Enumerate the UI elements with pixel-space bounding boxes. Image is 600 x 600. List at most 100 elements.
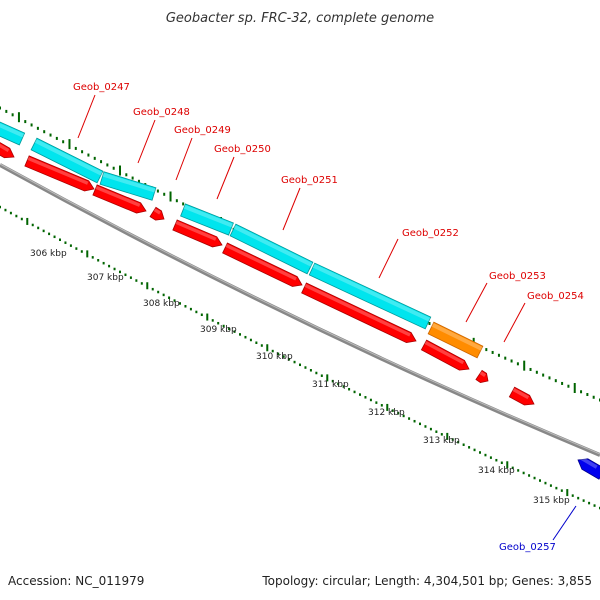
major-tick [573, 382, 576, 393]
scale-dot [309, 369, 312, 372]
gene-label-geob-0250[interactable]: Geob_0250 [214, 144, 271, 155]
scale-dot [140, 282, 143, 285]
minor-tick [516, 362, 519, 366]
gene-cyan-0250[interactable] [180, 203, 234, 236]
gene-cds-0255[interactable] [508, 386, 536, 409]
scale-dot [211, 319, 214, 322]
gene-label-geob-0248[interactable]: Geob_0248 [133, 107, 190, 118]
gene-cyan-0250-shape [180, 203, 234, 236]
gene-label-geob-0252[interactable]: Geob_0252 [402, 228, 459, 239]
minor-tick [30, 123, 33, 127]
gene-cyan-0248[interactable] [99, 171, 157, 201]
genome-summary-text: Topology: circular; Length: 4,304,501 bp… [261, 574, 592, 588]
gene-cds-0249-shape [149, 206, 165, 221]
gene-label-geob-0253[interactable]: Geob_0253 [489, 271, 546, 282]
gene-cds-0246[interactable] [0, 140, 17, 162]
scale-dot [320, 374, 323, 377]
scale-dot [135, 279, 138, 282]
leader-geob-0248 [137, 119, 156, 164]
scale-major-tick [446, 432, 449, 440]
gene-cds-0252-highlight [304, 283, 411, 337]
scale-dot [549, 484, 552, 487]
major-tick [119, 165, 121, 176]
minor-tick [535, 370, 538, 374]
gene-cds-0251[interactable] [222, 242, 305, 290]
gene-orange-0253[interactable] [427, 321, 484, 359]
kbp-label: 309 kbp [200, 325, 237, 335]
minor-tick [504, 356, 507, 360]
scale-major-tick [326, 374, 329, 382]
scale-dot [277, 352, 280, 356]
scale-dot [48, 232, 51, 236]
gene-cds-0252[interactable] [301, 282, 419, 346]
kbp-label: 307 kbp [87, 273, 124, 283]
gene-cds-0254[interactable] [475, 369, 491, 385]
gene-reverse-0257-highlight [578, 455, 598, 469]
scale-dot [222, 324, 225, 328]
scale-dot [195, 310, 198, 314]
major-tick [169, 191, 172, 202]
minor-tick [125, 173, 128, 177]
scale-dot [69, 244, 72, 247]
gene-cds-0248[interactable] [92, 184, 148, 216]
scale-dot [15, 214, 18, 218]
gene-label-geob-0251[interactable]: Geob_0251 [281, 175, 338, 186]
leader-geob-0252 [378, 238, 399, 279]
gene-cyan-0252[interactable] [308, 262, 432, 330]
scale-dot [380, 404, 383, 407]
leader-geob-0251 [282, 187, 301, 231]
gene-label-geob-0257[interactable]: Geob_0257 [499, 542, 556, 553]
scale-dot [353, 390, 356, 394]
gene-reverse-0257[interactable] [575, 455, 600, 480]
scale-dot [80, 250, 83, 253]
minor-tick [131, 176, 134, 180]
scale-dot [364, 396, 367, 399]
scale-dot [228, 327, 231, 331]
scale-dot [500, 461, 503, 465]
gene-cds-0251-shape [222, 242, 303, 287]
gene-cds-0253-highlight [424, 341, 465, 365]
gene-label-geob-0249[interactable]: Geob_0249 [174, 125, 231, 136]
gene-cds-0249[interactable] [149, 206, 167, 223]
gene-cyan-0247[interactable] [30, 137, 104, 184]
scale-dot [119, 270, 121, 274]
gene-cds-0247[interactable] [24, 155, 96, 194]
scale-dot [522, 471, 525, 475]
scale-dot [369, 398, 372, 402]
gene-label-geob-0254[interactable]: Geob_0254 [527, 291, 584, 302]
scale-dot [528, 474, 531, 477]
minor-tick [74, 146, 77, 150]
gene-cds-0250[interactable] [172, 219, 224, 250]
gene-cds-0248-highlight [95, 185, 141, 207]
scale-dot [517, 469, 520, 472]
minor-tick [43, 130, 46, 134]
gene-cds-0251-highlight [225, 243, 297, 281]
gene-cds-0253[interactable] [420, 339, 471, 374]
gene-cyan-0252-shape [308, 262, 432, 330]
scale-dot [162, 293, 165, 297]
gene-cyan-0248-shape [99, 171, 157, 201]
minor-tick [55, 136, 58, 140]
gene-cds-0249-highlight [153, 208, 161, 215]
gene-label-group: Geob_0247 Geob_0248 Geob_0249 Geob_0250 … [73, 82, 584, 553]
gene-cyan-0246[interactable] [0, 120, 26, 146]
genome-backbone-highlight [0, 163, 600, 455]
scale-dot [440, 433, 443, 436]
gene-orange-0253-highlight [431, 323, 483, 351]
minor-tick [567, 384, 570, 388]
gene-cyan-0251-highlight [233, 225, 313, 267]
leader-geob-0249 [175, 137, 193, 181]
scale-dot [331, 379, 334, 383]
scale-dot [473, 448, 476, 452]
gene-cyan-0251[interactable] [229, 223, 314, 275]
minor-tick [548, 376, 551, 380]
scale-dot [288, 358, 291, 361]
scale-dot [200, 313, 203, 317]
leader-geob-0250 [216, 156, 235, 200]
gene-cds-0247-shape [24, 155, 95, 192]
gene-label-geob-0247[interactable]: Geob_0247 [73, 82, 130, 93]
scale-dot [489, 456, 492, 459]
minor-tick [81, 150, 84, 154]
gene-cyan-0247-highlight [34, 139, 103, 176]
minor-tick [24, 120, 27, 124]
